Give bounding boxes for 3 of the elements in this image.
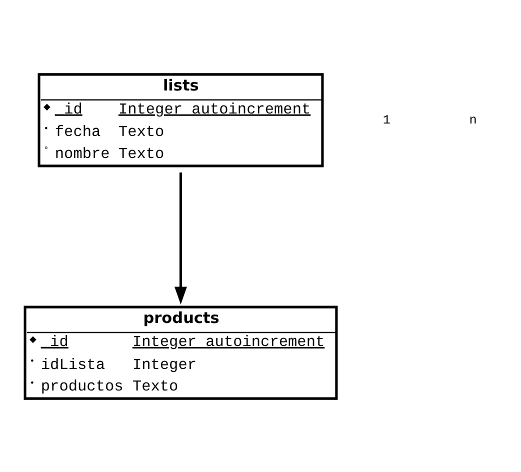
label: n [469, 112, 477, 127]
arrow [174, 172, 187, 304]
label: 1 [382, 112, 390, 127]
